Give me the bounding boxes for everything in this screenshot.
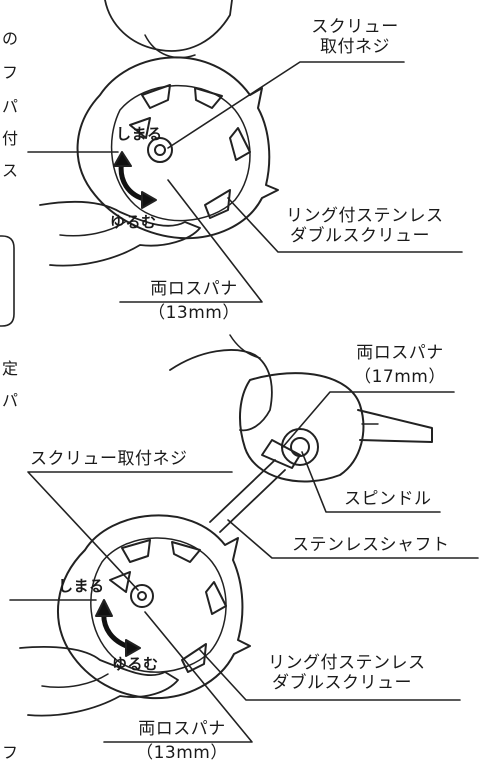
- screw-mount-label: スクリュー取付ネジ: [30, 449, 188, 469]
- drill-hand: [169, 349, 273, 432]
- edge-fragment-2: フ: [2, 63, 19, 82]
- bottom-spanner13-line2: （13mm）: [136, 742, 228, 763]
- bottom-ring-screw-line1: リング付ステンレス: [268, 653, 426, 673]
- top-hand: [104, 0, 233, 52]
- shaft-label: ステンレスシャフト: [292, 535, 450, 555]
- top-screw-disc: [76, 56, 279, 240]
- top-spanner-line2: （13mm）: [148, 302, 240, 323]
- top-ring-screw-line1: リング付ステンレス: [286, 206, 444, 226]
- top-spanner-label: 両ロスパナ （13mm）: [124, 279, 264, 323]
- leader-spindle: [301, 451, 441, 513]
- top-leader-screw: [167, 61, 405, 149]
- bottom-spanner13-label: 両ロスパナ （13mm）: [112, 719, 252, 763]
- bottom-tighten-label: しまる: [58, 577, 105, 595]
- top-ring-screw-label: リング付ステンレス ダブルスクリュー: [286, 206, 444, 246]
- top-ring-screw-line2: ダブルスクリュー: [290, 225, 430, 246]
- bottom-loosen-label: ゆるむ: [112, 655, 159, 673]
- top-screw-mount-label: スクリュー 取付ネジ: [300, 17, 410, 57]
- spanner17-label: 両ロスパナ （17mm）: [340, 343, 460, 387]
- edge-fragment-6: 定: [2, 359, 19, 378]
- spanner17-line2: （17mm）: [354, 366, 446, 387]
- top-leader-spanner: [119, 179, 263, 303]
- top-spanner-line1: 両ロスパナ: [150, 279, 238, 299]
- edge-fragment-1: の: [2, 29, 19, 48]
- top-screw-mount-line1: スクリュー: [311, 17, 399, 37]
- spindle-label: スピンドル: [344, 489, 432, 509]
- bottom-lower-hand: [19, 646, 179, 717]
- leader-spanner13-bottom: [103, 611, 253, 743]
- leader-shaft: [227, 519, 479, 559]
- leader-screw-mount: [27, 471, 233, 591]
- bottom-screw-disc: [57, 514, 251, 700]
- bottom-ring-screw-line2: ダブルスクリュー: [272, 672, 412, 693]
- shaft: [209, 459, 286, 533]
- spanner-17: [261, 439, 301, 469]
- leader-spanner17: [281, 391, 455, 449]
- top-tighten-label: しまる: [116, 125, 163, 143]
- edge-fragment-4: 付: [2, 129, 19, 148]
- top-screw-mount-line2: 取付ネジ: [320, 36, 390, 57]
- edge-fragment-5: ス: [2, 161, 19, 180]
- top-lower-hand: [39, 200, 201, 267]
- leader-ring-bottom: [199, 649, 461, 701]
- bottom-ring-screw-label: リング付ステンレス ダブルスクリュー: [268, 653, 426, 693]
- top-leader-ring: [227, 197, 463, 253]
- bottom-spanner13-line1: 両ロスパナ: [138, 719, 226, 739]
- spanner17-line1: 両ロスパナ: [356, 343, 444, 363]
- top-loosen-label: ゆるむ: [110, 213, 157, 231]
- left-box-fragment: [0, 235, 15, 327]
- edge-fragment-3: パ: [2, 97, 19, 116]
- edge-fragment-8: フ: [2, 743, 19, 762]
- edge-fragment-7: パ: [2, 391, 19, 410]
